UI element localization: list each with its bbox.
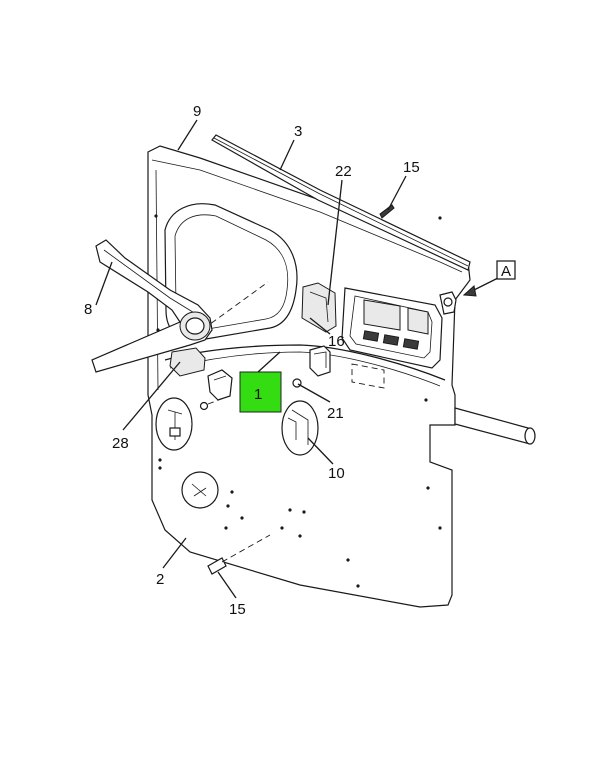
callout-21: 21 <box>327 405 344 422</box>
callout-15-lower: 15 <box>229 601 246 618</box>
label-area <box>351 363 385 389</box>
callout-3: 3 <box>294 123 302 140</box>
latch-clip <box>207 369 233 401</box>
callout-A-box <box>496 260 516 280</box>
access-hole-upper <box>155 397 193 451</box>
screw-21 <box>292 378 302 388</box>
switch-bezel <box>341 287 443 369</box>
callout-28: 28 <box>112 435 129 452</box>
screw-15-upper <box>379 204 395 219</box>
screw-left <box>199 397 225 411</box>
weatherstrip <box>211 134 471 271</box>
highlight-box <box>239 371 282 413</box>
leader-lines <box>95 119 499 599</box>
clip-16 <box>309 345 331 377</box>
support-rod <box>454 407 536 445</box>
callout-1: 1 <box>254 386 262 403</box>
screw-15-lower <box>207 534 271 575</box>
callout-10: 10 <box>328 465 345 482</box>
latch-bracket <box>439 291 457 315</box>
bracket-28 <box>169 347 206 377</box>
callout-22: 22 <box>335 163 352 180</box>
callout-2: 2 <box>156 571 164 588</box>
access-hole-lower <box>181 471 219 509</box>
callout-8: 8 <box>84 301 92 318</box>
pull-strap <box>91 239 213 373</box>
callouts: 1 2 3 8 9 10 15 15 16 21 22 28 A <box>84 103 516 618</box>
callout-A: A <box>501 263 511 280</box>
callout-16: 16 <box>328 333 345 350</box>
callout-9: 9 <box>193 103 201 120</box>
armrest-handle <box>301 282 337 333</box>
callout-15-upper: 15 <box>403 159 420 176</box>
fastener-holes <box>154 214 442 588</box>
access-cover-10 <box>281 400 319 456</box>
